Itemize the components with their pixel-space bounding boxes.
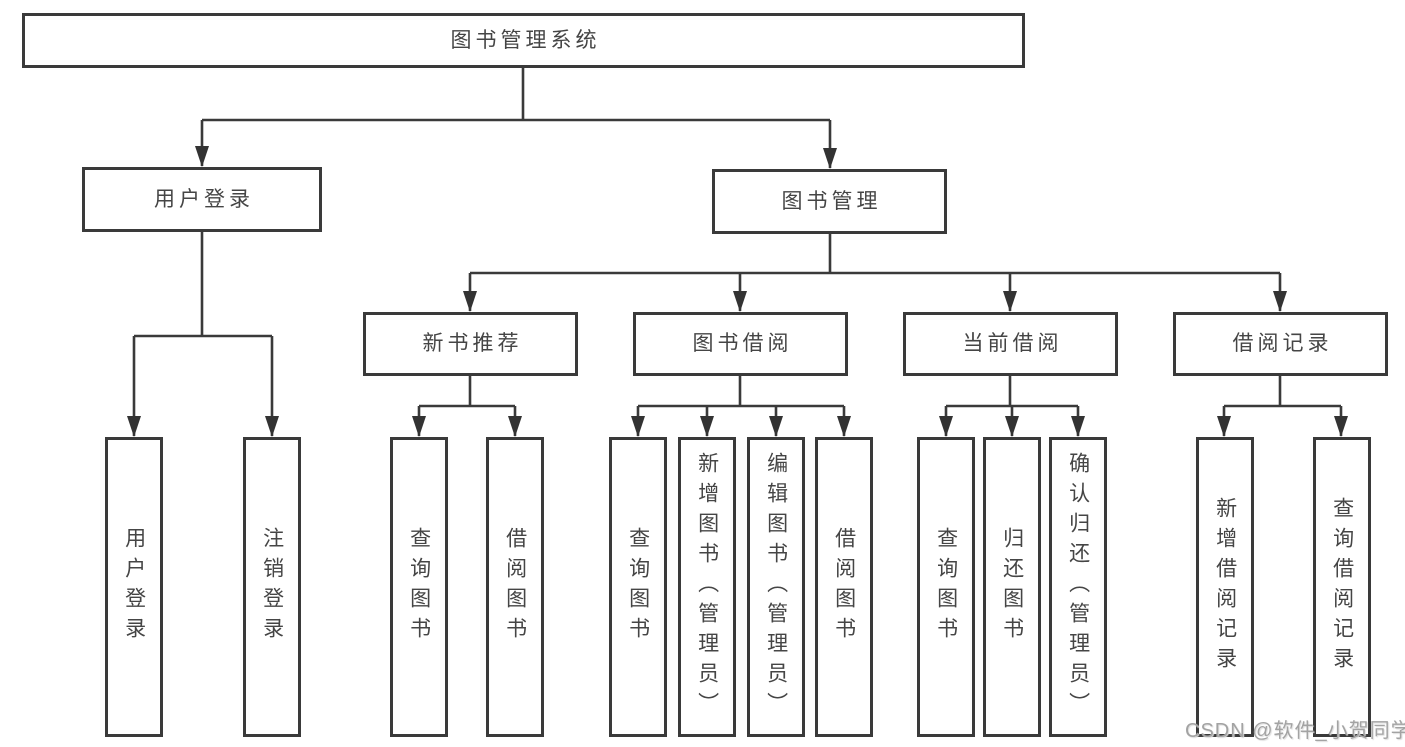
leaf-query-borrow-record: 查询借阅记录 — [1313, 437, 1371, 737]
node-root-library-system: 图书管理系统 — [22, 13, 1025, 68]
leaf-query-books-borrow: 查询图书 — [609, 437, 667, 737]
leaf-return-books: 归还图书 — [983, 437, 1041, 737]
leaf-user-login: 用户登录 — [105, 437, 163, 737]
leaf-edit-books-admin: 编辑图书（管理员） — [747, 437, 805, 737]
node-book-management: 图书管理 — [712, 169, 947, 234]
leaf-logout: 注销登录 — [243, 437, 301, 737]
leaf-add-borrow-record: 新增借阅记录 — [1196, 437, 1254, 737]
leaf-query-books-current: 查询图书 — [917, 437, 975, 737]
csdn-watermark: CSDN @软件_小贺同学 — [1185, 720, 1405, 742]
node-user-login: 用户登录 — [82, 167, 322, 232]
node-new-book-recommend: 新书推荐 — [363, 312, 578, 376]
leaf-add-books-admin: 新增图书（管理员） — [678, 437, 736, 737]
leaf-borrow-books-recommend: 借阅图书 — [486, 437, 544, 737]
node-borrow-records: 借阅记录 — [1173, 312, 1388, 376]
leaf-query-books-recommend: 查询图书 — [390, 437, 448, 737]
leaf-confirm-return-admin: 确认归还（管理员） — [1049, 437, 1107, 737]
node-book-borrow: 图书借阅 — [633, 312, 848, 376]
node-current-borrow: 当前借阅 — [903, 312, 1118, 376]
leaf-borrow-books: 借阅图书 — [815, 437, 873, 737]
